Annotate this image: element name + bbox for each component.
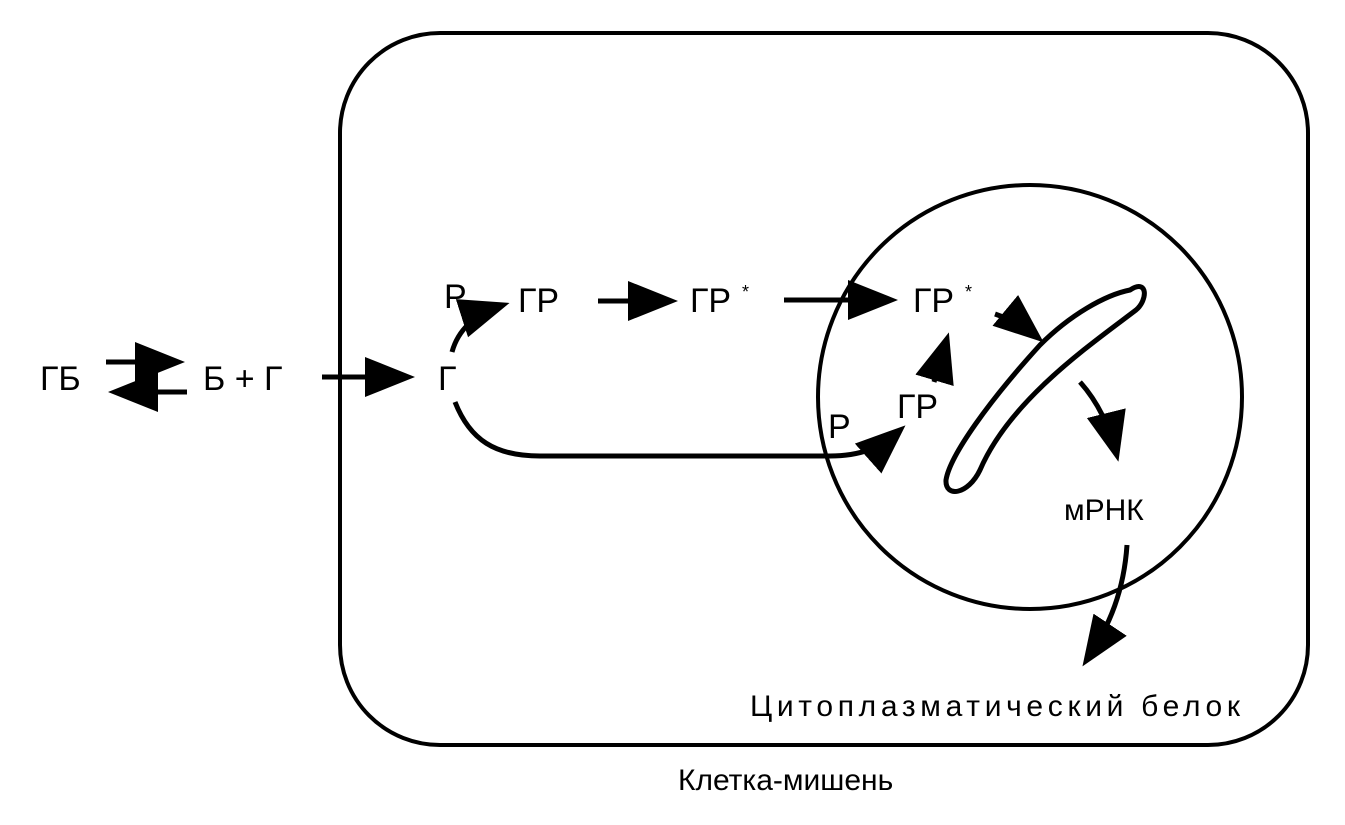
nucleus bbox=[816, 183, 1244, 611]
label-g: Г bbox=[438, 360, 456, 398]
label-r-bottom: Р bbox=[828, 408, 851, 446]
label-r-top: Р bbox=[444, 278, 467, 316]
arrow-g-to-gr-top bbox=[449, 299, 510, 353]
arrow-chromatin-to-mrna bbox=[1078, 380, 1126, 462]
label-target-cell: Клетка-мишень bbox=[678, 764, 893, 797]
label-b-plus-g: Б + Г bbox=[203, 360, 282, 398]
label-cytoplasmic-protein: Цитоплазматический белок bbox=[750, 690, 1241, 723]
label-gr-star-2: ГР bbox=[913, 282, 954, 320]
label-gr-nuclear: ГР bbox=[897, 388, 938, 426]
chromatin-strand bbox=[943, 284, 1147, 494]
arrow-g-to-nuclear-gr bbox=[452, 401, 906, 474]
arrow-mrna-to-protein bbox=[1082, 544, 1130, 667]
label-gr-star-1: ГР bbox=[690, 282, 731, 320]
cell-membrane bbox=[338, 31, 1310, 747]
arrow-gr-star-to-chromatin bbox=[992, 295, 1044, 343]
label-mrna: мРНК bbox=[1064, 494, 1144, 527]
star-mark-2: * bbox=[965, 282, 972, 302]
label-gb: ГБ bbox=[40, 360, 81, 398]
star-mark-1: * bbox=[742, 282, 749, 302]
label-gr: ГР bbox=[518, 282, 559, 320]
arrow-nuclear-gr-to-gr-star bbox=[915, 332, 954, 387]
